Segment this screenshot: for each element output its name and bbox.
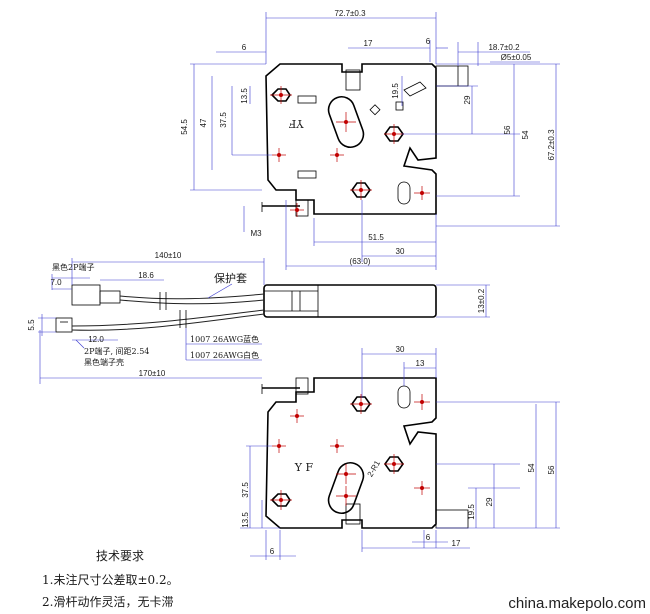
side-connector	[71, 284, 101, 306]
dim-b-37-5: 37.5	[241, 482, 250, 498]
dim-54: 54	[521, 130, 530, 139]
dim-51-5: 51.5	[368, 233, 384, 242]
bottom-mark: Y F	[294, 461, 314, 474]
dim-140: 140±10	[155, 251, 182, 260]
dim-b-29: 29	[485, 497, 494, 506]
dim-19-5: 19.5	[391, 83, 400, 99]
top-guide-slot	[327, 95, 365, 149]
dim-17: 17	[364, 39, 373, 48]
dim-b-19-5: 19.5	[467, 504, 476, 520]
dim-b-17: 17	[452, 539, 461, 548]
notes-title: 技术要求	[96, 549, 144, 563]
bottom-view: Y F 2-R1 30 13 56 54 29 19.5	[240, 345, 560, 560]
dim-47: 47	[199, 118, 208, 127]
top-lock-body	[265, 63, 437, 215]
dim-pin-dia: Ø5±0.05	[501, 53, 532, 62]
dim-7: 7.0	[50, 278, 62, 287]
label-connector: 黑色2P端子	[52, 262, 94, 272]
watermark: china.makepolo.com	[508, 595, 646, 612]
notes-line-1: 1.未注尺寸公差取±0.2。	[42, 572, 179, 587]
dim-54-5: 54.5	[180, 119, 189, 135]
dim-b-56: 56	[547, 465, 556, 474]
notes-line-2: 2.滑杆动作灵活，无卡滞	[42, 595, 173, 609]
dim-18-6: 18.6	[138, 271, 154, 280]
top-mark: YF	[288, 117, 304, 130]
bottom-lock-body	[265, 377, 437, 529]
label-terminal-1: 2P端子, 间距2.54	[84, 346, 149, 356]
dim-m3: M3	[250, 229, 262, 238]
side-lock-body	[263, 284, 437, 318]
dim-b-13: 13	[416, 359, 425, 368]
dim-37-5: 37.5	[219, 112, 228, 128]
dim-height: 67.2±0.3	[547, 129, 556, 161]
dim-56: 56	[503, 125, 512, 134]
dim-b-30: 30	[396, 345, 405, 354]
dim-b-13-5: 13.5	[241, 512, 250, 528]
dim-left-offset: 6	[242, 43, 247, 52]
dim-29: 29	[463, 95, 472, 104]
top-latch-rod	[435, 65, 469, 87]
label-wire-white: 1007 26AWG白色	[190, 350, 259, 360]
top-hole-centers	[270, 86, 430, 217]
label-sleeve: 保护套	[214, 271, 247, 285]
dim-2-r1: 2-R1	[366, 459, 383, 479]
dim-170: 170±10	[139, 369, 166, 378]
dim-30: 30	[396, 247, 405, 256]
dim-13-thickness: 13±0.2	[477, 288, 486, 313]
dim-overall-width: 72.7±0.3	[334, 9, 366, 18]
label-wire-blue: 1007 26AWG蓝色	[190, 334, 259, 344]
bottom-guide-slot	[327, 461, 365, 515]
bottom-hole-centers	[270, 394, 430, 510]
dim-5-5: 5.5	[27, 319, 36, 331]
dim-13-5: 13.5	[240, 88, 249, 104]
dim-12: 12.0	[88, 335, 104, 344]
dim-b-6-left: 6	[270, 547, 275, 556]
side-connector-2	[55, 317, 73, 333]
dim-63: (63.0)	[350, 257, 371, 266]
dim-b-54: 54	[527, 463, 536, 472]
top-view: YF	[180, 9, 560, 270]
side-view: 140±10 黑色2P端子 7.0 18.6 保护套 5.5 12.0 2P端子…	[27, 251, 490, 384]
label-terminal-2: 黑色端子壳	[84, 357, 124, 367]
dim-6: 6	[426, 37, 431, 46]
dim-b-6-right: 6	[426, 533, 431, 542]
dim-pin-length: 18.7±0.2	[488, 43, 520, 52]
bottom-latch-rod	[435, 509, 469, 529]
technical-notes: 技术要求 1.未注尺寸公差取±0.2。 2.滑杆动作灵活，无卡滞	[42, 549, 179, 609]
